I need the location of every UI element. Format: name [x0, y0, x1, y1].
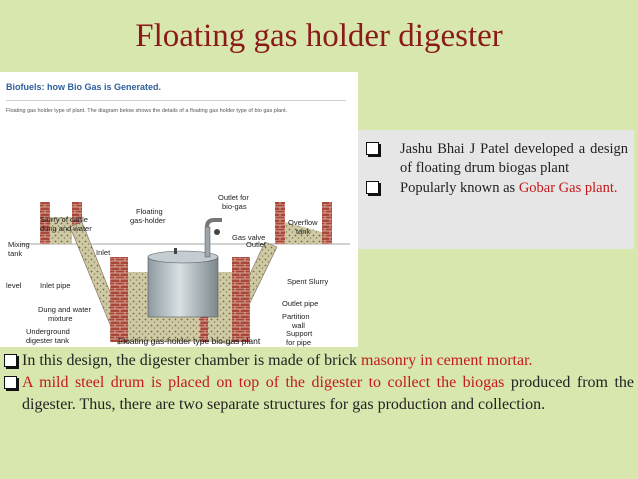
- checkbox-bullet-icon: [366, 142, 379, 155]
- gas-outlet-pipe: [204, 226, 211, 258]
- label-inlet-pipe: Inlet pipe: [40, 281, 70, 290]
- right-callout: Jashu Bhai J Patel developed a design of…: [358, 130, 634, 249]
- bullet-text: Jashu Bhai J Patel developed a design of…: [400, 141, 628, 176]
- figure-divider: [6, 100, 346, 101]
- label-overflow: Overflow tank: [288, 218, 320, 236]
- checkbox-bullet-icon: [4, 354, 17, 367]
- label-underground: Underground digester tank: [26, 327, 72, 345]
- digester-wall-left: [110, 257, 128, 342]
- label-spent-slurry: Spent Slurry: [287, 277, 329, 286]
- partition-wall: [200, 302, 208, 342]
- bullet-text: In this design, the digester chamber is …: [22, 352, 362, 369]
- bullet-point: Popularly known as Gobar Gas plant.: [364, 179, 628, 198]
- highlighted-text: Gobar Gas plant.: [518, 180, 618, 196]
- slide-title: Floating gas holder digester: [135, 18, 503, 54]
- checkbox-bullet-icon: [366, 181, 379, 194]
- mixing-tank: [40, 202, 50, 244]
- digester-wall-right: [232, 257, 250, 342]
- label-dung-water: Dung and water mixture: [38, 305, 93, 323]
- label-outlet-biogas: Outlet for bio-gas: [218, 193, 251, 211]
- overflow-tank: [275, 202, 285, 244]
- label-outlet: Outlet: [246, 240, 267, 249]
- checkbox-bullet-icon: [4, 376, 17, 389]
- label-level: level: [6, 281, 22, 290]
- bullet-text: produced from the digester. Thus, there …: [22, 374, 634, 413]
- label-partition: Partition wall: [282, 312, 312, 330]
- label-mixing: Mixing tank: [8, 240, 32, 258]
- label-gas-valve: Gas valve: [232, 233, 265, 242]
- bullet-text: Popularly known as: [400, 180, 519, 196]
- label-floating: Floating gas-holder: [130, 207, 166, 225]
- label-outlet-pipe: Outlet pipe: [282, 299, 318, 308]
- bottom-text-block: In this design, the digester chamber is …: [2, 350, 634, 416]
- bullet-point: A mild steel drum is placed on top of th…: [2, 372, 634, 416]
- gas-valve: [214, 229, 220, 235]
- figure-caption: Floating gas-holder type bio-gas plant: [118, 336, 261, 346]
- floating-drum: [147, 256, 219, 318]
- bullet-point: In this design, the digester chamber is …: [2, 350, 634, 372]
- bottom-bullet-list: In this design, the digester chamber is …: [2, 350, 634, 416]
- label-slurry: Slurry of cattle dung and water: [40, 215, 92, 233]
- right-bullet-list: Jashu Bhai J Patel developed a design of…: [364, 140, 628, 199]
- highlighted-text: A mild steel drum is placed on top of th…: [22, 374, 505, 391]
- label-inlet: Inlet: [96, 248, 111, 257]
- label-support: Support for pipe: [286, 329, 314, 347]
- figure-note: Floating gas holder type of plant. The d…: [6, 108, 288, 114]
- diagram-figure: Biofuels: how Bio Gas is Generated. Floa…: [0, 72, 358, 347]
- bullet-point: Jashu Bhai J Patel developed a design of…: [364, 140, 628, 178]
- biogas-plant-diagram: Slurry of cattle dung and water Floating…: [6, 193, 350, 347]
- figure-header: Biofuels: how Bio Gas is Generated.: [6, 82, 162, 92]
- highlighted-text: masonry in cement mortar.: [361, 352, 533, 369]
